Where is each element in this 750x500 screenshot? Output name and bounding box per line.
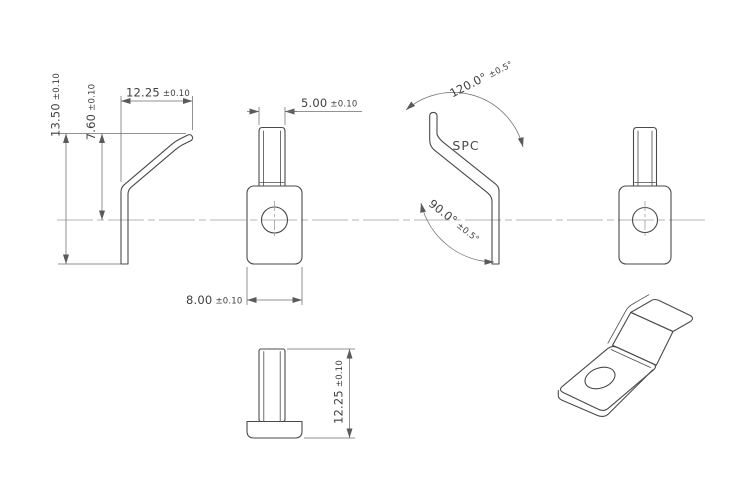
dim-tab-width: 5.00±0.10 xyxy=(247,96,362,125)
dim-text-profile-width: 12.25±0.10 xyxy=(126,86,190,100)
view-front-middle xyxy=(246,126,303,265)
part-outline-side-right xyxy=(429,111,500,265)
angle-arc xyxy=(420,202,495,265)
plate-top-face xyxy=(559,345,657,411)
plate-bend-line xyxy=(610,349,651,368)
dim-text-tab-width: 5.00±0.10 xyxy=(301,96,357,110)
flange-rising-face xyxy=(611,311,674,366)
body-outline xyxy=(246,185,303,265)
dim-body-width: 8.00±0.10 xyxy=(186,267,303,307)
view-side-left xyxy=(120,134,194,265)
tab-outline xyxy=(632,126,658,187)
view-front-right xyxy=(618,126,672,265)
flange-tip-face xyxy=(630,298,694,333)
material-label: SPC xyxy=(452,138,479,153)
flange-thickness-edge xyxy=(607,294,650,344)
dim-total-height: 13.50±0.10 xyxy=(49,73,186,265)
plate-thickness-edge xyxy=(557,369,654,418)
dim-text-bend-angle-lower: 90.0°±0.5° xyxy=(426,196,483,245)
tab-outline xyxy=(258,348,286,423)
dim-text-total-height: 13.50±0.10 xyxy=(49,73,63,137)
dim-text-body-width: 8.00±0.10 xyxy=(186,293,242,307)
dim-text-bend-angle-upper: 120.0°±0.5° xyxy=(447,57,515,101)
dim-tip-to-center: 7.60±0.10 xyxy=(84,84,105,220)
view-isometric xyxy=(557,294,694,418)
angle-arc xyxy=(405,92,524,148)
dim-bend-angle-lower: 90.0°±0.5° xyxy=(420,196,495,265)
dim-overall-length: 12.25±0.10 xyxy=(287,348,355,439)
dim-profile-width: 12.25±0.10 xyxy=(120,86,193,182)
body-outline xyxy=(618,185,672,265)
hole-3d xyxy=(584,366,616,390)
dim-bend-angle-upper: 120.0°±0.5° xyxy=(405,57,524,148)
base-outline xyxy=(246,420,303,439)
view-side-angles xyxy=(429,111,500,265)
view-bottom xyxy=(246,348,303,439)
tab-outline xyxy=(258,126,286,187)
dim-text-overall-length: 12.25±0.10 xyxy=(332,360,346,424)
dim-text-tip-to-center: 7.60±0.10 xyxy=(84,84,98,140)
part-outline-side-left xyxy=(120,134,194,265)
